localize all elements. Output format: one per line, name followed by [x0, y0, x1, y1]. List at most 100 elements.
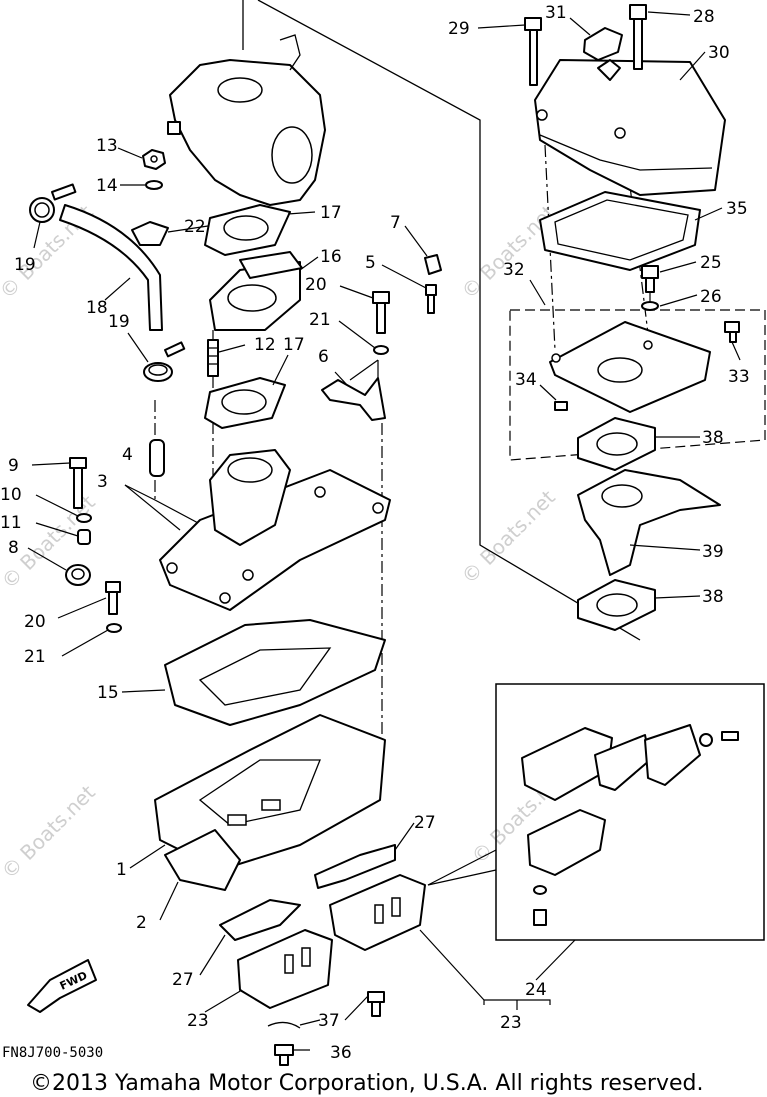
gasket-15 — [164, 619, 386, 726]
reed-valve-detail-box — [495, 683, 765, 941]
subassembly-boundary-32 — [509, 309, 766, 461]
callout-16: 16 — [320, 247, 342, 267]
callout-4: 4 — [122, 445, 133, 465]
callout-30: 30 — [708, 43, 730, 63]
callout-18: 18 — [86, 298, 108, 318]
bracket-6 — [321, 377, 386, 421]
plate-32 — [549, 321, 711, 413]
callout-7: 7 — [390, 213, 401, 233]
callout-5: 5 — [365, 253, 376, 273]
hose-18 — [59, 204, 163, 331]
callout-25: 25 — [700, 253, 722, 273]
leader-lines — [27, 11, 741, 1051]
callout-2: 2 — [136, 913, 147, 933]
callout-3: 3 — [97, 472, 108, 492]
callout-26: 26 — [700, 287, 722, 307]
callout-20-top: 20 — [305, 275, 327, 295]
collar-11 — [77, 529, 91, 545]
fwd-arrow-icon: FWD — [27, 959, 97, 1013]
callout-23-right: 23 — [500, 1013, 522, 1033]
washer-10 — [76, 513, 92, 523]
callout-20-bottom: 20 — [24, 612, 46, 632]
bolt-28 — [629, 4, 647, 70]
gasket-27-left — [219, 899, 301, 941]
hose-clamp-19-bottom — [143, 341, 186, 382]
callout-8: 8 — [8, 538, 19, 558]
callout-28: 28 — [693, 7, 715, 27]
callout-11: 11 — [0, 513, 22, 533]
watermark: © Boats.net — [0, 780, 100, 883]
callout-29: 29 — [448, 19, 470, 39]
gasket-38-upper — [577, 417, 656, 471]
callout-17-bottom: 17 — [283, 335, 305, 355]
callout-19-top: 19 — [14, 255, 36, 275]
part-code: FN8J700-5030 — [2, 1045, 103, 1061]
callout-24: 24 — [525, 980, 547, 1000]
callout-17-top: 17 — [320, 203, 342, 223]
copyright-notice: ©2013 Yamaha Motor Corporation, U.S.A. A… — [30, 1071, 703, 1096]
watermark: © Boats.net — [457, 200, 560, 303]
callout-9: 9 — [8, 456, 19, 476]
callout-10: 10 — [0, 485, 22, 505]
gasket-17-lower — [204, 377, 286, 429]
callout-23-left: 23 — [187, 1011, 209, 1031]
bolt-20-lower — [105, 581, 121, 615]
reed-valve-detail-24 — [521, 724, 739, 926]
screw-34 — [554, 401, 568, 411]
callout-27-right: 27 — [414, 813, 436, 833]
callout-38-bottom: 38 — [702, 587, 724, 607]
callout-1: 1 — [116, 860, 127, 880]
plate-39 — [577, 469, 721, 576]
cap-31 — [583, 27, 623, 81]
callout-37: 37 — [318, 1011, 340, 1031]
gasket-17-upper — [204, 204, 291, 256]
callout-22: 22 — [184, 217, 206, 237]
stud-12 — [207, 339, 219, 377]
callout-labels: 13 14 19 18 19 22 17 16 7 5 20 21 12 17 … — [0, 3, 750, 1063]
washer-26 — [641, 301, 659, 311]
callout-6: 6 — [318, 347, 329, 367]
spacer-4 — [149, 439, 165, 477]
bracket-22 — [131, 221, 169, 246]
callout-39: 39 — [702, 542, 724, 562]
cylinder-block — [167, 34, 326, 206]
fitting-5 — [425, 284, 437, 314]
callout-32: 32 — [503, 260, 525, 280]
callout-27-left: 27 — [172, 970, 194, 990]
reed-valve-23-left — [237, 929, 333, 1009]
callout-36: 36 — [330, 1043, 352, 1063]
callout-14: 14 — [96, 176, 118, 196]
cap-7 — [424, 254, 442, 275]
callout-12: 12 — [254, 335, 276, 355]
fitting-33 — [724, 321, 740, 343]
washer-21-lower — [106, 623, 122, 633]
flange-16 — [209, 251, 303, 331]
callout-38-top: 38 — [702, 428, 724, 448]
cover-30 — [534, 59, 726, 196]
callout-13: 13 — [96, 136, 118, 156]
callout-21-bottom: 21 — [24, 647, 46, 667]
reed-valve-23-right — [329, 874, 426, 951]
clamp-8 — [65, 564, 91, 586]
callout-31: 31 — [545, 3, 567, 23]
washer-21-upper — [373, 345, 389, 355]
gasket-2 — [164, 829, 241, 891]
bolt-25 — [641, 265, 659, 293]
gasket-27-right — [314, 844, 396, 889]
callout-34: 34 — [515, 370, 537, 390]
bolt-20-upper — [372, 291, 390, 334]
callout-19-bottom: 19 — [108, 312, 130, 332]
callout-21-top: 21 — [309, 310, 331, 330]
washer-14 — [145, 180, 163, 190]
gasket-38-lower — [577, 579, 656, 631]
callout-35: 35 — [726, 199, 748, 219]
callout-33: 33 — [728, 367, 750, 387]
hose-clamp-19-top — [29, 183, 77, 223]
watermark: © Boats.net — [457, 485, 560, 588]
callout-15: 15 — [97, 683, 119, 703]
gasket-35 — [539, 191, 701, 271]
bolt-29 — [524, 17, 542, 86]
intake-manifold-3 — [159, 449, 391, 611]
